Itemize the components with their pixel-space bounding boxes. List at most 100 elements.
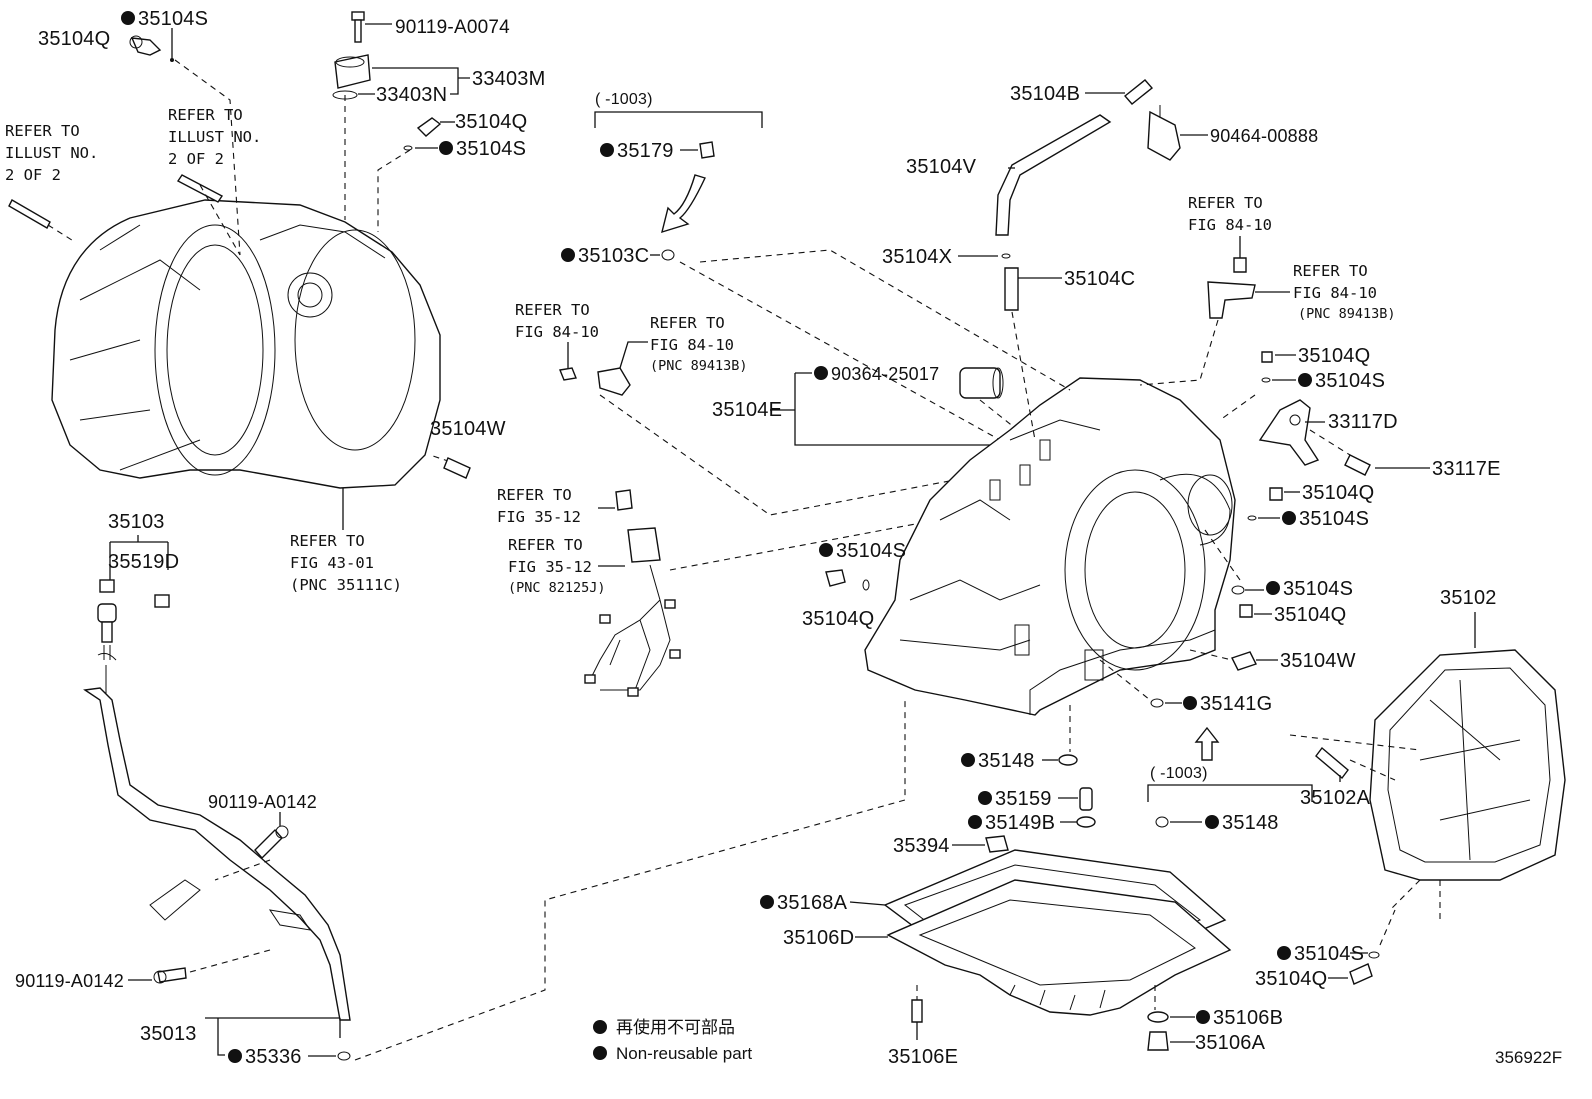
- label-35104W-r: 35104W: [1280, 650, 1356, 672]
- svg-text:(PNC 89413B): (PNC 89413B): [650, 358, 748, 374]
- svg-text:FIG 35-12: FIG 35-12: [497, 508, 581, 526]
- side-cover-35102: [1369, 649, 1566, 881]
- label-35104E: 35104E: [712, 399, 782, 421]
- bolt-35104Q-m: [825, 569, 846, 587]
- label-35013: 35013: [140, 1023, 197, 1045]
- plug-35159: [1079, 787, 1093, 811]
- label-35106D: 35106D: [783, 927, 854, 949]
- diagram-id: 356922F: [1495, 1048, 1562, 1067]
- bolt-90119-A0142-b: [153, 967, 187, 984]
- hose-35104V: [995, 114, 1112, 236]
- svg-text:2 OF 2: 2 OF 2: [168, 150, 224, 168]
- label-35102A: 35102A: [1300, 787, 1371, 809]
- svg-text:REFER TO: REFER TO: [497, 486, 572, 504]
- speed-sensor-r: [1207, 281, 1256, 319]
- label-35104S-t: 35104S: [456, 138, 526, 160]
- label-33117D: 33117D: [1328, 411, 1398, 433]
- svg-text:FIG 84-10: FIG 84-10: [1188, 216, 1272, 234]
- oil-pan-35106D: [886, 879, 1232, 1016]
- svg-text:REFER TO: REFER TO: [1293, 262, 1368, 280]
- label-35159: 35159: [995, 788, 1052, 810]
- legend-jp: 再使用不可部品: [616, 1017, 735, 1037]
- svg-text:REFER TO: REFER TO: [5, 122, 80, 140]
- svg-text:REFER TO: REFER TO: [515, 301, 590, 319]
- label-90364-25017: 90364-25017: [831, 364, 939, 384]
- label-35336: 35336: [245, 1046, 302, 1068]
- bolt-35104Q-br: [1349, 963, 1373, 985]
- non-reusable-dot: [121, 11, 135, 25]
- label-35141G: 35141G: [1200, 693, 1272, 715]
- label-35106E: 35106E: [888, 1046, 958, 1068]
- sensor-bolt: [559, 367, 577, 381]
- label-35104S-m: 35104S: [836, 540, 906, 562]
- magnet-35394: [985, 835, 1009, 853]
- plug-35179: [699, 141, 715, 159]
- drain-plug-35106A: [1147, 1031, 1169, 1051]
- svg-text:(PNC 89413B): (PNC 89413B): [1298, 306, 1396, 322]
- svg-text:(PNC 35111C): (PNC 35111C): [290, 576, 402, 594]
- label-90119-A0142-a: 90119-A0142: [208, 792, 317, 812]
- housing-bolt: [8, 174, 224, 229]
- refer-illust-left: REFER TO ILLUST NO. 2 OF 2: [5, 122, 98, 184]
- svg-text:ILLUST NO.: ILLUST NO.: [168, 128, 261, 146]
- bolt-35104Q-tl: [129, 35, 162, 56]
- refer-fig-43-01: REFER TO FIG 43-01 (PNC 35111C): [290, 532, 402, 594]
- gasket-35148-a: [1058, 754, 1078, 766]
- svg-text:REFER TO: REFER TO: [508, 536, 583, 554]
- refer-illust-mid: REFER TO ILLUST NO. 2 OF 2: [168, 106, 261, 168]
- bolt-35106E: [911, 999, 923, 1023]
- range-label-1003-a: ( -1003): [595, 91, 653, 108]
- svg-text:2 OF 2: 2 OF 2: [5, 166, 61, 184]
- label-35104Q-br: 35104Q: [1255, 968, 1327, 990]
- label-35102: 35102: [1440, 587, 1497, 609]
- sensor-bolt-r: [1233, 257, 1247, 273]
- transaxle-housing: [51, 199, 441, 489]
- bolt-33117E: [1344, 454, 1371, 476]
- label-35103C: 35103C: [578, 245, 649, 267]
- refer-fig-84-10-a: REFER TO FIG 84-10: [515, 301, 599, 341]
- label-35104C: 35104C: [1064, 268, 1135, 290]
- label-35104S-br: 35104S: [1294, 943, 1364, 965]
- bolt-90119-A0074: [351, 11, 365, 43]
- svg-text:FIG 84-10: FIG 84-10: [515, 323, 599, 341]
- svg-text:FIG 43-01: FIG 43-01: [290, 554, 374, 572]
- o-ring-33403N: [332, 90, 358, 100]
- svg-text:REFER TO: REFER TO: [650, 314, 725, 332]
- bolt-90119-A0142-a: [254, 825, 289, 860]
- label-90119-A0074: 90119-A0074: [395, 17, 510, 38]
- harness-bolt: [615, 489, 633, 511]
- sleeve-33403M: [334, 54, 371, 89]
- label-35104Q-r3: 35104Q: [1274, 604, 1346, 626]
- gasket-35148-b: [1155, 816, 1169, 828]
- label-35104Q-t: 35104Q: [455, 111, 527, 133]
- legend-dot-jp: [593, 1020, 607, 1034]
- dipstick-35103: [97, 579, 117, 695]
- label-35104B: 35104B: [1010, 83, 1080, 105]
- o-ring-35141G: [1150, 698, 1164, 708]
- speed-sensor: [597, 367, 631, 396]
- label-35104Q-r1: 35104Q: [1298, 345, 1370, 367]
- dowel-35104W-r: [1231, 651, 1257, 671]
- range-label-1003-b: ( -1003): [1150, 765, 1208, 782]
- gasket-35106B: [1147, 1011, 1169, 1023]
- refer-fig-35-12-a: REFER TO FIG 35-12: [497, 486, 581, 526]
- bushing-90364-25017: [959, 367, 1004, 399]
- label-33403M: 33403M: [472, 68, 545, 90]
- svg-text:ILLUST NO.: ILLUST NO.: [5, 144, 98, 162]
- label-35106A: 35106A: [1195, 1032, 1266, 1054]
- label-35104X: 35104X: [882, 246, 952, 268]
- arrow-down-left: [661, 174, 706, 234]
- svg-text:FIG 84-10: FIG 84-10: [650, 336, 734, 354]
- label-35148-b: 35148: [1222, 812, 1279, 834]
- svg-text:FIG 84-10: FIG 84-10: [1293, 284, 1377, 302]
- label-35148-a: 35148: [978, 750, 1035, 772]
- label-35104S-r1: 35104S: [1315, 370, 1385, 392]
- label-35149B: 35149B: [985, 812, 1055, 834]
- label-35104S-r3: 35104S: [1283, 578, 1353, 600]
- refer-fig-84-10-c: REFER TO FIG 84-10: [1188, 194, 1272, 234]
- o-ring-35103C: [661, 249, 675, 261]
- bracket-90464-00888: [1147, 105, 1181, 161]
- legend: 再使用不可部品 Non-reusable part: [593, 1017, 752, 1063]
- filler-tube-35013: [83, 687, 351, 1021]
